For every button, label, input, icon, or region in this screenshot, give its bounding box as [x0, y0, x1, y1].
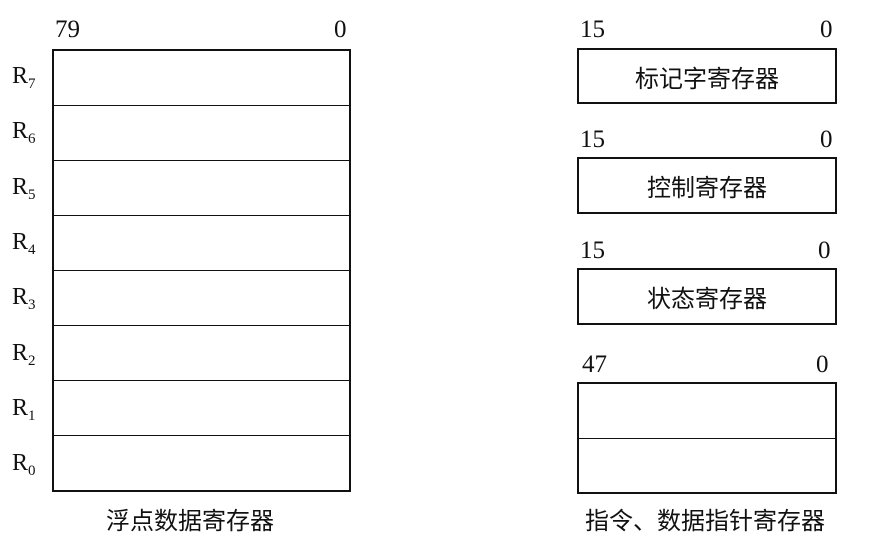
register-name: R — [12, 339, 29, 366]
fp-register-label: R7 — [12, 63, 36, 97]
tag-register-label: 标记字寄存器 — [635, 66, 779, 93]
instruction-pointer-register — [579, 384, 835, 438]
fp-register-label: R3 — [12, 284, 36, 318]
control-register: 控制寄存器 — [577, 157, 837, 214]
fp-register-label: R1 — [12, 395, 36, 429]
status-register-label: 状态寄存器 — [647, 287, 767, 313]
control-high-bit-label: 15 — [580, 126, 605, 153]
fp-register-row — [54, 51, 349, 105]
fp-register-label: R2 — [12, 340, 36, 374]
register-index: 5 — [28, 186, 36, 203]
register-index: 6 — [28, 131, 36, 148]
register-name: R — [12, 284, 29, 311]
fp-register-label: R0 — [12, 450, 36, 484]
register-name: R — [12, 63, 29, 89]
register-index: 0 — [28, 463, 36, 480]
fp-high-bit-label: 79 — [55, 16, 80, 43]
fp-register-row — [54, 325, 349, 380]
register-index: 1 — [28, 407, 36, 424]
register-name: R — [12, 228, 29, 255]
fp-register-label: R5 — [12, 174, 36, 208]
fp-register-row — [54, 380, 349, 435]
tag-high-bit-label: 15 — [580, 16, 605, 43]
tag-low-bit-label: 0 — [820, 16, 833, 43]
register-name: R — [12, 118, 29, 145]
fp-register-row — [54, 105, 349, 160]
pointer-high-bit-label: 47 — [582, 351, 607, 378]
control-low-bit-label: 0 — [820, 126, 833, 153]
data-pointer-register — [579, 437, 835, 493]
fp-register-stack — [52, 49, 351, 492]
pointer-low-bit-label: 0 — [816, 351, 829, 378]
pointer-registers-caption: 指令、数据指针寄存器 — [585, 509, 825, 535]
fp-register-row — [54, 160, 349, 215]
status-register: 状态寄存器 — [577, 268, 837, 325]
register-name: R — [12, 173, 29, 200]
register-name: R — [12, 450, 29, 477]
register-index: 2 — [28, 352, 36, 369]
status-high-bit-label: 15 — [580, 237, 605, 264]
register-index: 7 — [28, 76, 36, 92]
register-index: 3 — [28, 297, 36, 314]
fp-register-row — [54, 215, 349, 270]
control-register-label: 控制寄存器 — [647, 176, 767, 202]
fp-low-bit-label: 0 — [334, 16, 347, 43]
fp-register-label: R6 — [12, 118, 36, 152]
fp-register-row — [54, 435, 349, 490]
fp-register-row — [54, 270, 349, 325]
register-name: R — [12, 394, 29, 421]
pointer-registers — [577, 382, 837, 494]
tag-register: 标记字寄存器 — [577, 48, 837, 104]
register-index: 4 — [28, 241, 36, 258]
fp-registers-caption: 浮点数据寄存器 — [106, 509, 274, 535]
status-low-bit-label: 0 — [818, 237, 831, 264]
fp-register-label: R4 — [12, 229, 36, 263]
